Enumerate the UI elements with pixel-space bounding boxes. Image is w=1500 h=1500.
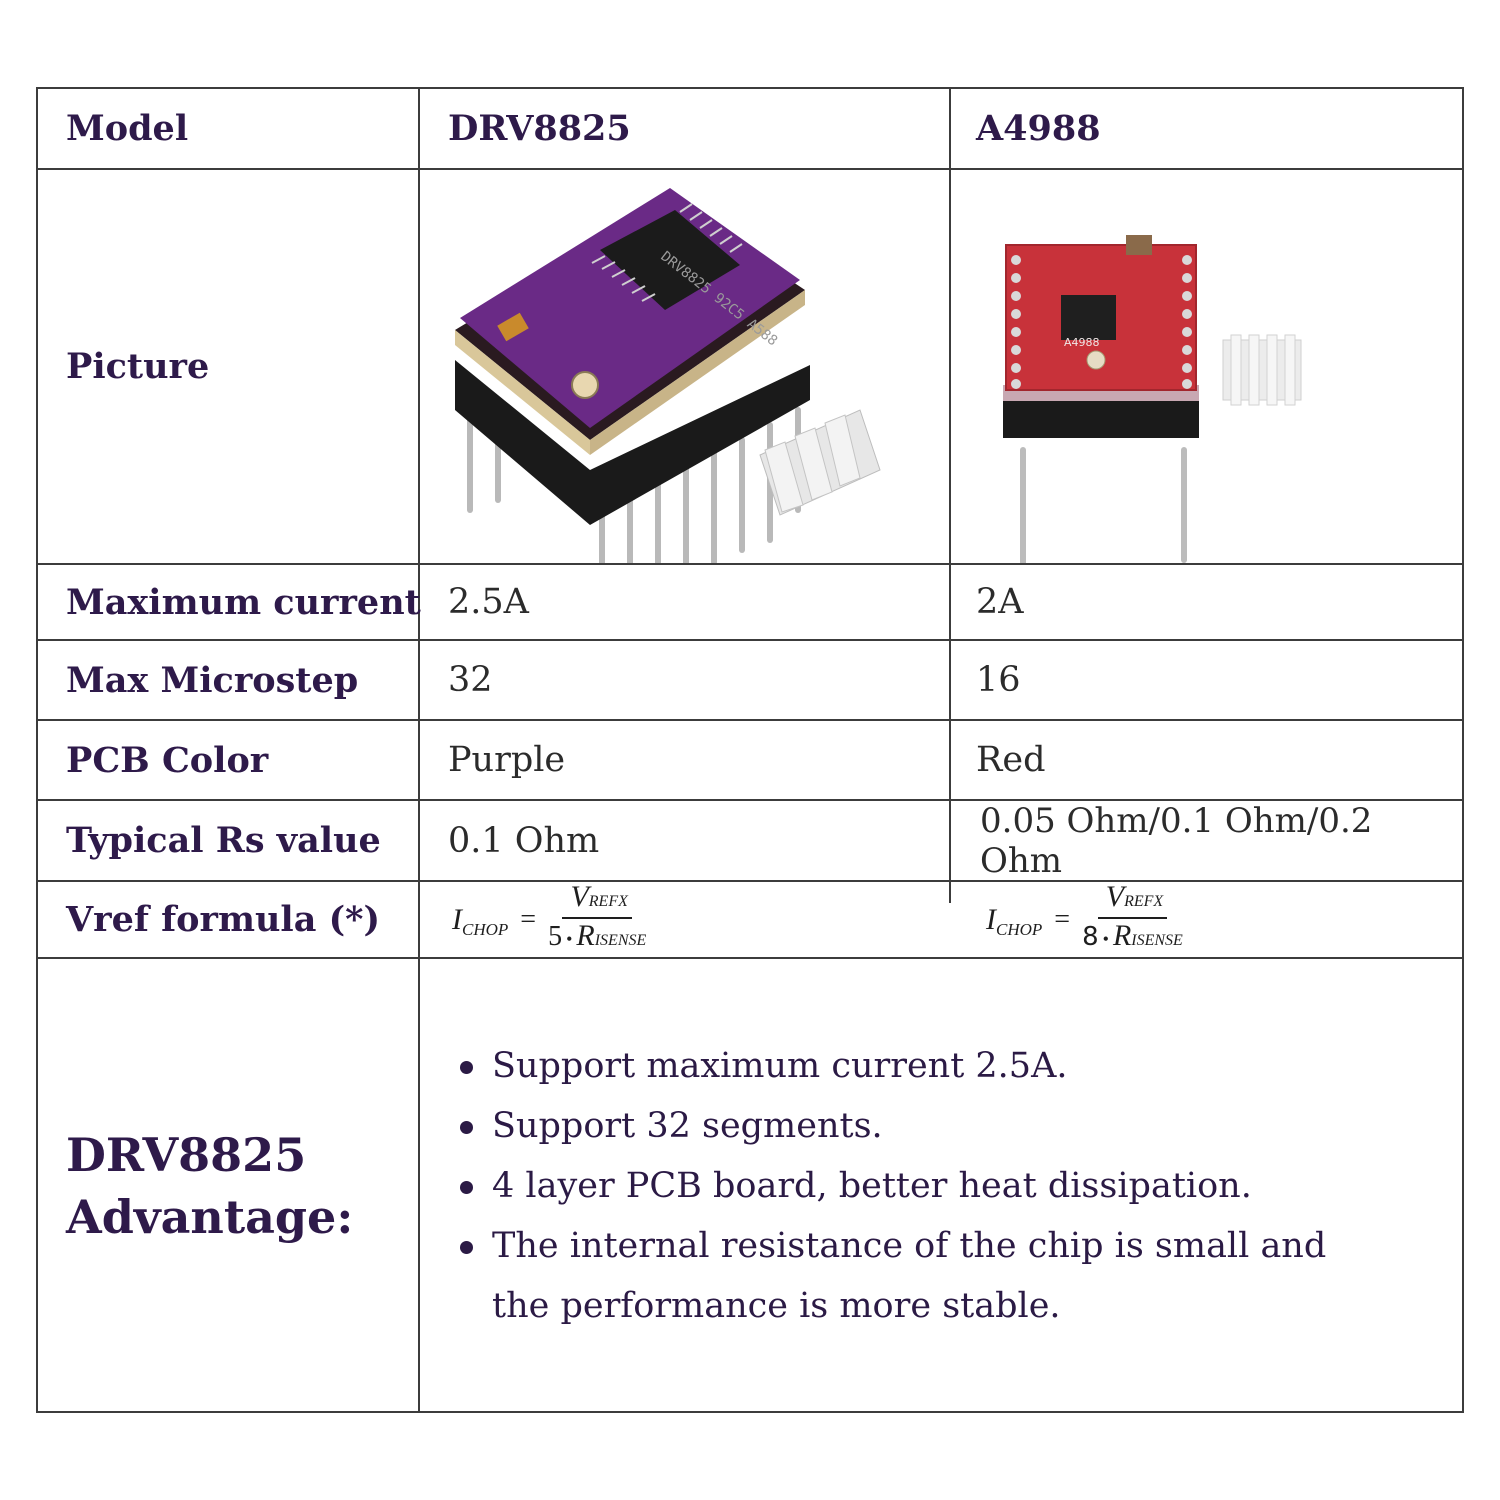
formula-equals: = (520, 903, 537, 935)
column-divider (418, 89, 420, 1411)
formula-denominator-sub: ISENSE (1131, 931, 1183, 949)
list-item: Support 32 segments. (456, 1096, 1336, 1156)
a4988-chip-text: A4988 (1064, 336, 1100, 349)
list-item: The internal resistance of the chip is s… (456, 1216, 1336, 1336)
list-item: 4 layer PCB board, better heat dissipati… (456, 1156, 1336, 1216)
formula-equals: = (1054, 903, 1071, 935)
a4988-rs-value: 0.05 Ohm/0.1 Ohm/0.2 Ohm (980, 800, 1373, 881)
formula-denominator: R (576, 918, 595, 952)
row-divider (38, 957, 1462, 959)
formula-factor: 8 (1082, 921, 1099, 952)
formula-lhs-sub: CHOP (462, 919, 509, 939)
header-model: Model (66, 108, 189, 149)
column-divider (949, 89, 951, 903)
row-divider (38, 563, 1462, 565)
drv-rs-value: 0.1 Ohm (448, 820, 600, 861)
formula-numerator-sub: REFX (1124, 892, 1164, 910)
a4988-pcb-color: Red (976, 740, 1046, 780)
formula-numerator: V (570, 879, 589, 913)
row-divider (38, 719, 1462, 721)
formula-dot: • (1102, 928, 1109, 949)
a4988-board-image: A4988 (951, 170, 1464, 563)
advantage-list: Support maximum current 2.5A. Support 32… (456, 1036, 1336, 1336)
drv8825-board-image: DRV8825 92C5 A588 (420, 170, 949, 563)
row-divider (38, 639, 1462, 641)
drv-max-current: 2.5A (448, 582, 529, 622)
picture-label: Picture (66, 346, 210, 387)
a4988-max-microstep: 16 (976, 660, 1021, 700)
row-label-max-microstep: Max Microstep (66, 659, 359, 701)
formula-factor: 5 (548, 920, 563, 952)
header-a4988: A4988 (976, 108, 1101, 149)
formula-dot: • (566, 928, 573, 949)
row-divider (38, 799, 1462, 801)
formula-lhs: I (986, 902, 996, 936)
formula-lhs-sub: CHOP (996, 919, 1043, 939)
formula-numerator-sub: REFX (588, 892, 628, 910)
row-divider (38, 880, 1462, 882)
drv-max-microstep: 32 (448, 660, 493, 700)
drv-pcb-color: Purple (448, 740, 566, 780)
row-divider (38, 168, 1462, 170)
row-label-rs-value: Typical Rs value (66, 820, 381, 861)
a4988-max-current: 2A (976, 582, 1024, 622)
formula-numerator: V (1105, 879, 1125, 913)
advantage-title-line1: DRV8825 (66, 1128, 307, 1182)
list-item: Support maximum current 2.5A. (456, 1036, 1336, 1096)
advantage-label: DRV8825 Advantage: (66, 959, 353, 1413)
comparison-table: Model DRV8825 A4988 Picture (36, 87, 1464, 1413)
row-label-vref-formula: Vref formula (*) (66, 899, 381, 940)
formula-fraction: VREFX 8 • RISENSE (1082, 879, 1183, 958)
formula-denominator-sub: ISENSE (594, 931, 647, 949)
formula-denominator: R (1112, 918, 1132, 952)
advantage-list-cell: Support maximum current 2.5A. Support 32… (456, 959, 1336, 1413)
advantage-title-line2: Advantage: (66, 1190, 354, 1244)
row-label-pcb-color: PCB Color (66, 739, 269, 781)
header-drv8825: DRV8825 (448, 108, 631, 149)
formula-lhs: I (452, 902, 462, 936)
formula-fraction: VREFX 5 • RISENSE (548, 879, 647, 958)
row-label-max-current: Maximum current (66, 581, 421, 623)
